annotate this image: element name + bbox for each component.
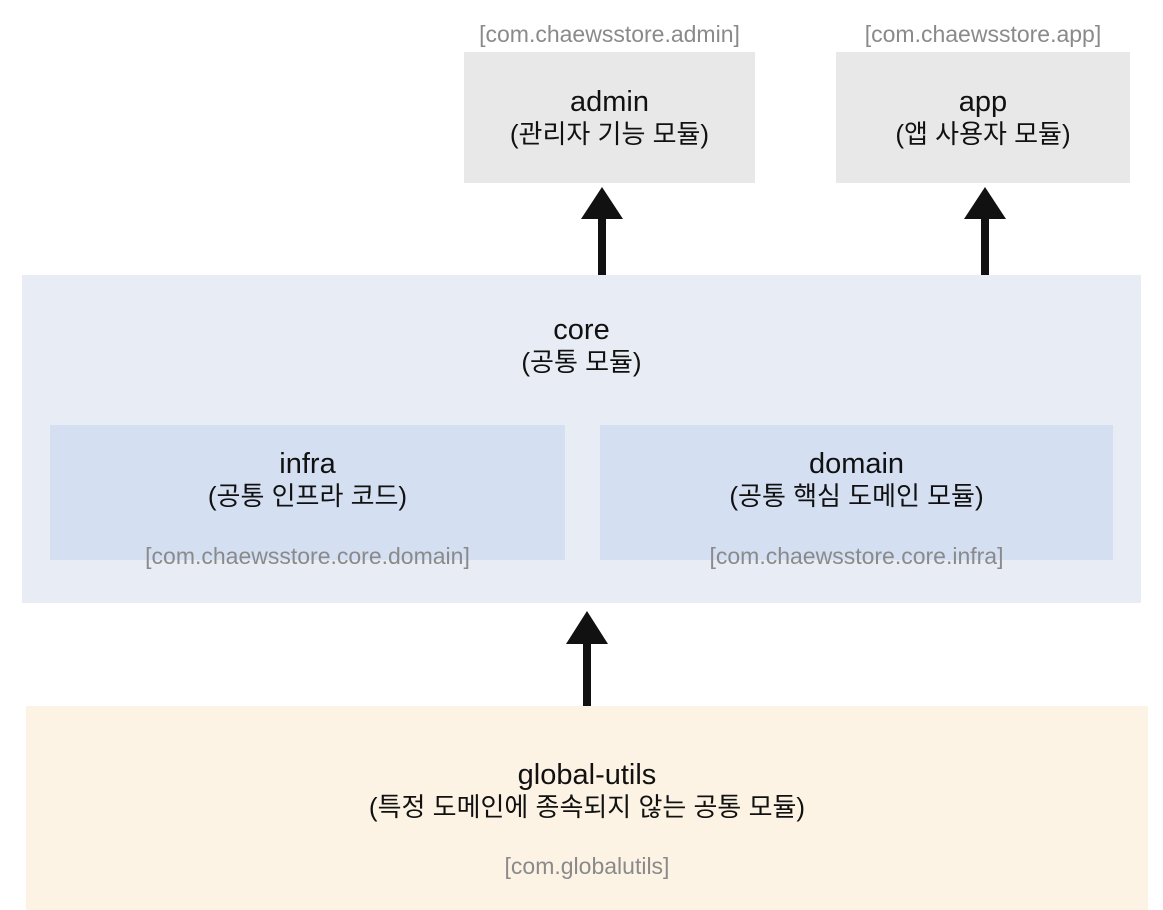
global-utils-subtitle: (특정 도메인에 종속되지 않는 공통 모듈)	[368, 792, 806, 823]
infra-package-label: [com.chaewsstore.core.domain]	[145, 543, 470, 569]
arrow-core-to-admin-icon	[581, 187, 623, 278]
app-package-label: [com.chaewsstore.app]	[864, 21, 1102, 47]
arrow-global-utils-to-core-icon	[566, 611, 608, 706]
domain-subtitle: (공통 핵심 도메인 모듈)	[729, 481, 984, 512]
admin-package-label: [com.chaewsstore.admin]	[479, 21, 740, 47]
admin-title: admin	[570, 86, 649, 119]
arrow-core-to-app-icon	[964, 187, 1006, 278]
infra-title: infra	[279, 448, 336, 480]
admin-subtitle: (관리자 기능 모듈)	[509, 119, 710, 150]
core-subtitle: (공통 모듈)	[521, 347, 642, 378]
global-utils-package-label: [com.globalutils]	[504, 853, 670, 879]
module-box-admin[interactable]: admin (관리자 기능 모듈)	[464, 52, 755, 183]
core-heading: core (공통 모듈)	[521, 313, 641, 378]
module-box-infra[interactable]: infra (공통 인프라 코드)	[50, 425, 565, 560]
module-box-domain[interactable]: domain (공통 핵심 도메인 모듈)	[600, 425, 1113, 560]
domain-title: domain	[808, 448, 905, 480]
app-title: app	[958, 86, 1008, 119]
infra-subtitle: (공통 인프라 코드)	[207, 481, 408, 512]
module-box-app[interactable]: app (앱 사용자 모듈)	[836, 52, 1130, 183]
core-title: core	[553, 314, 610, 346]
module-box-global-utils[interactable]: global-utils (특정 도메인에 종속되지 않는 공통 모듈)	[26, 706, 1148, 910]
global-utils-title: global-utils	[517, 759, 657, 791]
app-subtitle: (앱 사용자 모듈)	[895, 119, 1071, 150]
domain-package-label: [com.chaewsstore.core.infra]	[709, 543, 1004, 569]
